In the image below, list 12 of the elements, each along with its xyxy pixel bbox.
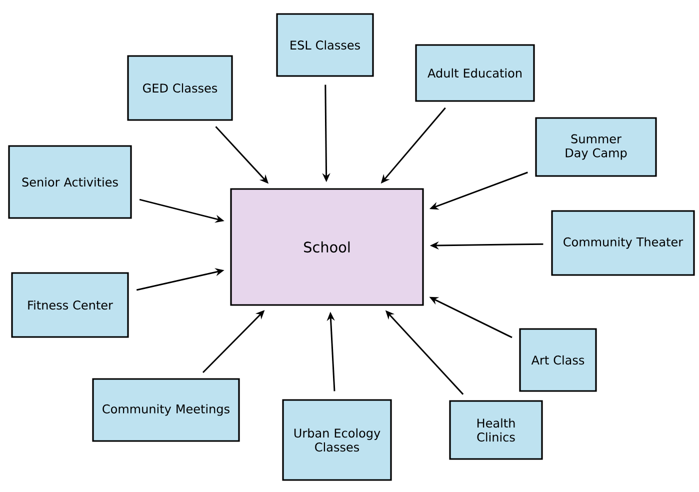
activity-box: Fitness Center [11, 272, 129, 338]
activity-box: Urban Ecology Classes [282, 399, 392, 481]
activity-box: Adult Education [415, 44, 535, 102]
activity-box: Art Class [519, 328, 597, 392]
activity-box: Senior Activities [8, 145, 132, 219]
activity-box: ESL Classes [276, 13, 374, 77]
activity-box: Community Theater [551, 210, 695, 276]
activity-box: GED Classes [127, 55, 233, 121]
activity-box: Summer Day Camp [535, 117, 657, 177]
activity-box: Health Clinics [449, 400, 543, 460]
central-box: School [230, 188, 424, 306]
activity-box: Community Meetings [92, 378, 240, 442]
